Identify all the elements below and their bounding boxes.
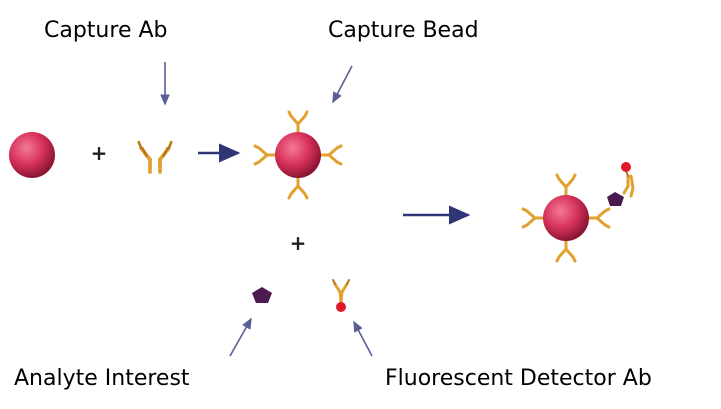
final-complex xyxy=(521,162,635,263)
final-antibody-right xyxy=(587,207,611,229)
capture-bead-antibody-top xyxy=(287,110,309,134)
plus-sign-2: + xyxy=(290,231,307,255)
capture-bead-icon xyxy=(275,132,321,178)
capture-bead-antibody-left xyxy=(253,144,277,166)
capture-bead-antibody-right xyxy=(319,144,343,166)
free-bead-icon xyxy=(9,132,55,178)
capture-bead-pointer xyxy=(332,65,353,104)
capture-bead-complex xyxy=(253,110,343,200)
bound-fluorophore-dot xyxy=(621,162,631,172)
fluorophore-dot xyxy=(336,302,346,312)
final-antibody-bottom xyxy=(555,239,577,263)
capture-ab-label: Capture Ab xyxy=(44,18,168,43)
detector-antibody-icon xyxy=(332,279,350,312)
final-antibody-top xyxy=(555,173,577,197)
capture-antibody-icon xyxy=(137,140,173,174)
fluorescent-detector-ab-label: Fluorescent Detector Ab xyxy=(385,366,652,391)
analyte-pentagon-icon xyxy=(252,287,272,303)
bound-analyte-icon xyxy=(607,192,624,206)
plus-sign-1: + xyxy=(91,141,108,165)
detector-pointer xyxy=(353,320,373,357)
analyte-pointer xyxy=(229,317,252,357)
capture-bead-antibody-bottom xyxy=(287,176,309,200)
final-antibody-left xyxy=(521,207,545,229)
bound-detector-antibody-icon xyxy=(621,162,635,198)
capture-bead-label: Capture Bead xyxy=(328,18,479,43)
analyte-interest-label: Analyte Interest xyxy=(14,366,190,391)
final-bead-icon xyxy=(543,195,589,241)
